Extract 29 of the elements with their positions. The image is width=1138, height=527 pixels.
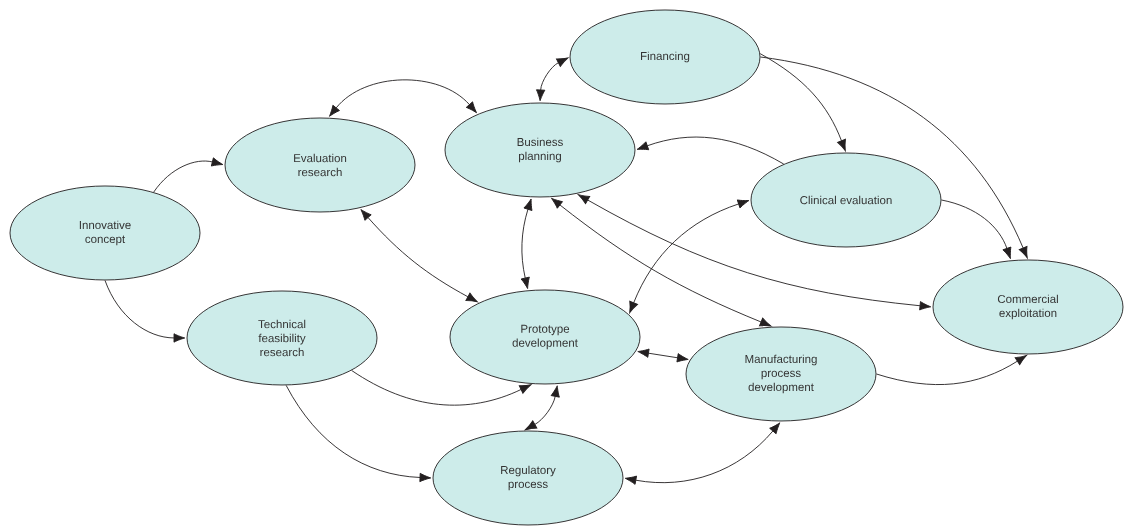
arrow xyxy=(351,370,532,406)
arrow xyxy=(760,56,1028,259)
arrow xyxy=(285,384,432,483)
arrow xyxy=(941,199,1012,260)
arrow xyxy=(104,280,186,343)
arrow xyxy=(153,157,224,193)
arrow xyxy=(577,194,932,311)
ellipse-node: Prototype development xyxy=(449,289,641,385)
ellipse-node: Evaluation research xyxy=(224,117,416,213)
arrow xyxy=(876,354,1027,385)
arrow xyxy=(525,385,560,431)
arrow xyxy=(637,348,689,363)
ellipse-node: Manufacturing process development xyxy=(685,326,877,422)
arrow xyxy=(329,79,477,117)
arrow xyxy=(551,197,772,327)
ellipse-node: Financing xyxy=(569,9,761,105)
ellipse-node: Innovative concept xyxy=(9,185,201,281)
arrow xyxy=(759,53,846,152)
ellipse-node: Clinical evaluation xyxy=(750,152,942,248)
arrow xyxy=(360,209,478,303)
ellipse-node: Business planning xyxy=(444,102,636,198)
arrow xyxy=(520,198,533,289)
ellipse-node: Regulatory process xyxy=(432,430,624,526)
arrow xyxy=(624,422,781,485)
arrow xyxy=(636,136,785,165)
arrow xyxy=(536,57,569,102)
ellipse-node: Commercial exploitation xyxy=(932,259,1124,355)
arrow xyxy=(629,199,750,314)
ellipse-node: Technical feasibility research xyxy=(186,290,378,386)
